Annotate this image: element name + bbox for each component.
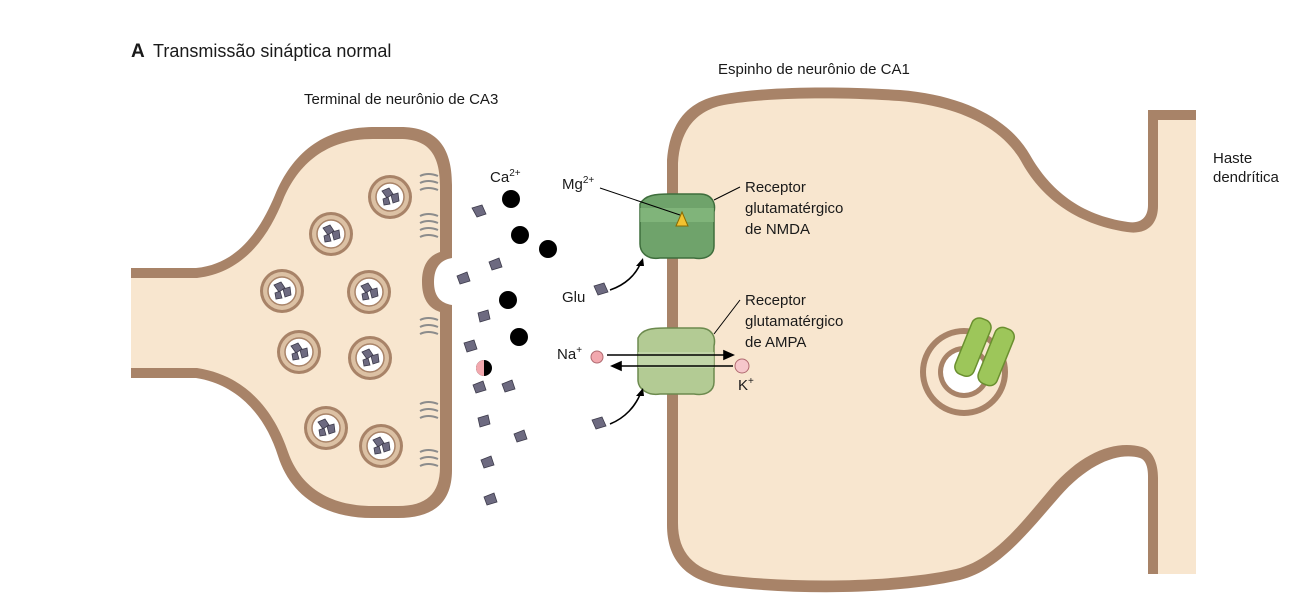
vesicle <box>309 212 353 256</box>
presynaptic-label: Terminal de neurônio de CA3 <box>304 91 498 108</box>
shaft-label-line1: Haste <box>1213 150 1252 167</box>
ampa-label-line3: de AMPA <box>745 334 806 351</box>
ion-flux-arrows <box>607 349 735 372</box>
vesicle <box>277 330 321 374</box>
vesicle <box>260 269 304 313</box>
spine-label: Espinho de neurônio de CA1 <box>718 61 910 78</box>
nmda-label-line1: Receptor <box>745 179 806 196</box>
potassium-label: K+ <box>738 376 754 394</box>
presynaptic-cytoplasm <box>131 139 440 506</box>
shaft-label-line2: dendrítica <box>1213 169 1280 186</box>
potassium-ion <box>734 358 750 374</box>
sodium-ion <box>590 350 604 364</box>
vesicle <box>359 424 403 468</box>
postsynaptic-spine <box>667 87 1196 593</box>
calcium-ions <box>499 190 557 346</box>
figure-title: Transmissão sináptica normal <box>153 41 391 61</box>
endosome <box>920 317 1015 416</box>
vesicle <box>304 406 348 450</box>
synaptic-vesicles <box>260 175 412 468</box>
mixed-ion <box>476 360 492 376</box>
leader-lines <box>599 186 741 335</box>
ampa-receptor <box>637 327 716 396</box>
glutamate-label: Glu <box>562 289 585 306</box>
ampa-label-line1: Receptor <box>745 292 806 309</box>
presynaptic-terminal <box>131 127 452 518</box>
binding-arrows <box>609 261 642 425</box>
nmda-receptor <box>639 193 716 260</box>
magnesium-label: Mg2+ <box>562 175 594 193</box>
calcium-label: Ca2+ <box>490 168 521 186</box>
sodium-label: Na+ <box>557 345 582 363</box>
internalized-ampa-receptor <box>954 317 1015 387</box>
magnesium-block <box>675 210 689 227</box>
glutamate-molecules <box>456 204 609 506</box>
vesicle <box>368 175 412 219</box>
ampa-label-line2: glutamatérgico <box>745 313 843 330</box>
active-zones <box>419 173 439 467</box>
vesicle <box>347 270 391 314</box>
nmda-label-line2: glutamatérgico <box>745 200 843 217</box>
panel-letter: A <box>131 41 145 62</box>
nmda-label-line3: de NMDA <box>745 221 810 238</box>
vesicle <box>348 336 392 380</box>
